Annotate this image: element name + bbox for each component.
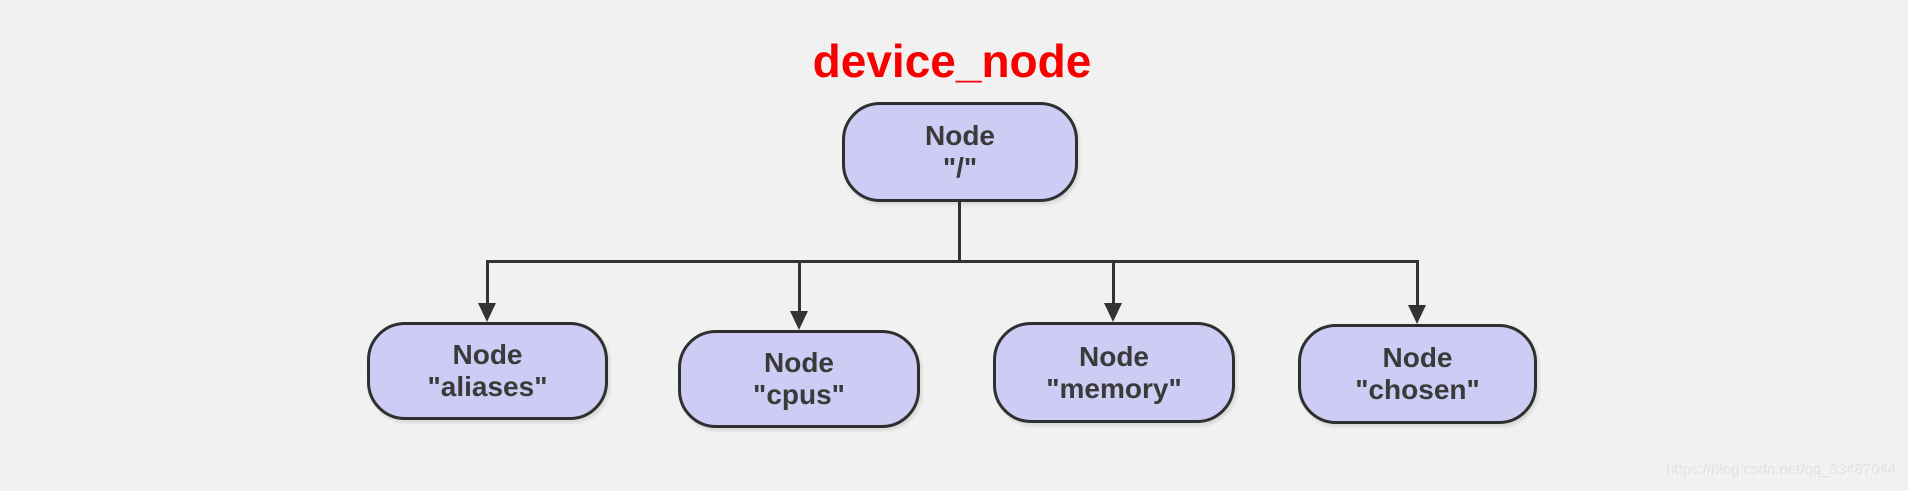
tree-node-root: Node "/" — [842, 102, 1078, 202]
node-label-line2: "chosen" — [1355, 374, 1480, 405]
tree-node-memory: Node "memory" — [993, 322, 1235, 423]
tree-node-cpus: Node "cpus" — [678, 330, 920, 428]
node-label-line2: "/" — [942, 152, 978, 183]
watermark: https://blog.csdn.net/qq_33487044 — [1666, 462, 1897, 479]
node-label-line1: Node — [1382, 342, 1453, 373]
node-label-line2: "memory" — [1046, 372, 1182, 404]
diagram-title: device_node — [812, 35, 1092, 87]
connector-horizontal-bar — [486, 260, 1419, 263]
node-label-line2: "aliases" — [427, 371, 548, 402]
tree-node-chosen: Node "chosen" — [1298, 324, 1537, 424]
connector-drop-memory — [1112, 260, 1115, 306]
node-label-line1: Node — [764, 347, 834, 378]
node-label-line1: Node — [925, 120, 995, 151]
connector-root-stem — [958, 200, 961, 263]
node-label-line2: "cpus" — [753, 379, 845, 410]
connector-drop-aliases — [486, 260, 489, 306]
node-label-line1: Node — [452, 339, 523, 370]
connector-drop-cpus — [798, 260, 801, 314]
connector-drop-chosen — [1416, 260, 1419, 308]
arrow-down-icon — [478, 303, 496, 322]
arrow-down-icon — [790, 311, 808, 330]
arrow-down-icon — [1104, 303, 1122, 322]
tree-node-aliases: Node "aliases" — [367, 322, 608, 420]
node-label-line1: Node — [1079, 340, 1149, 372]
arrow-down-icon — [1408, 305, 1426, 324]
